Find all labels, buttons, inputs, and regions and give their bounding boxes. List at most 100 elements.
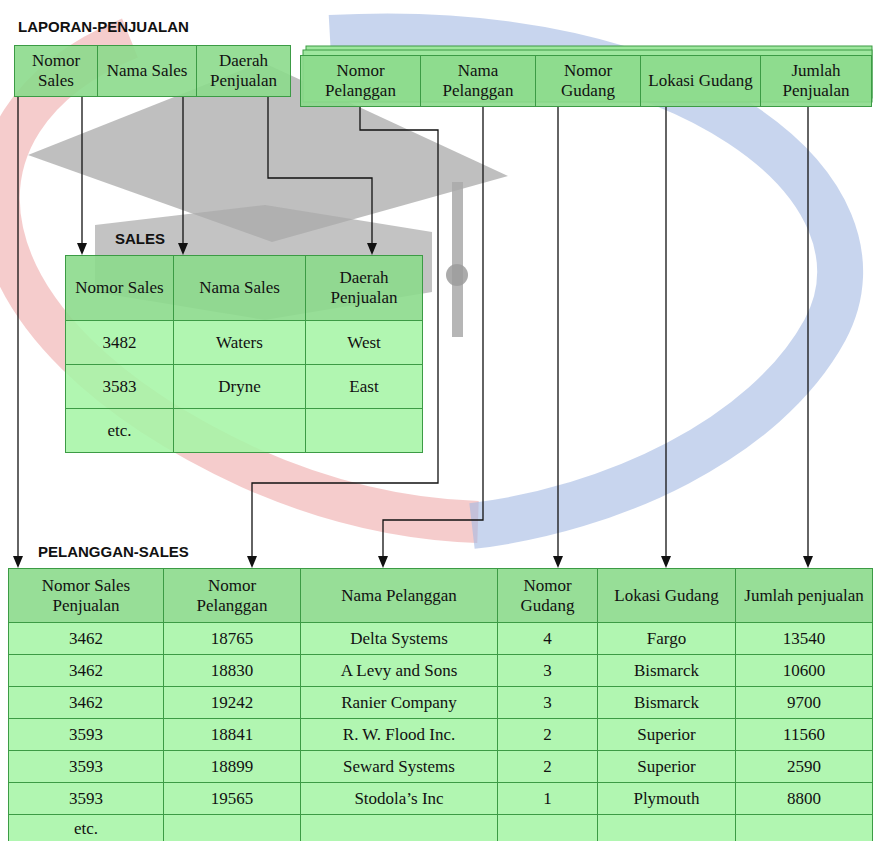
data-cell: 3482 <box>65 320 174 365</box>
cell-value: 3462 <box>69 661 103 681</box>
cell-value: 2 <box>543 757 552 777</box>
data-cell: Bismarck <box>597 654 736 687</box>
column-name: Nomor Pelanggan <box>308 61 413 100</box>
connector-arrow <box>803 107 813 568</box>
data-cell: 2 <box>497 718 598 751</box>
cell-value: 13540 <box>783 629 826 649</box>
header-cell: Daerah Penjualan <box>196 45 291 97</box>
header-cell: Jumlah Penjualan <box>760 55 872 107</box>
data-cell: Seward Systems <box>300 750 498 783</box>
data-cell: 3462 <box>8 654 164 687</box>
data-cell: West <box>305 320 423 365</box>
connector-line <box>807 107 808 558</box>
data-cell: 3593 <box>8 750 164 783</box>
data-cell: Fargo <box>597 622 736 655</box>
data-cell: 18841 <box>163 718 301 751</box>
data-cell: 2590 <box>735 750 873 783</box>
table-block: SALESNomor SalesNama SalesDaerah Penjual… <box>65 255 423 453</box>
arrow-head <box>378 556 388 568</box>
cell-value: 3 <box>543 661 552 681</box>
column-name: Nomor Sales <box>22 51 90 90</box>
connector-line <box>665 107 666 558</box>
header-cell: Nama Pelanggan <box>300 568 498 623</box>
connector-arrow <box>553 107 563 568</box>
data-cell: Superior <box>597 750 736 783</box>
cell-value: Plymouth <box>633 789 699 809</box>
data-cell: Plymouth <box>597 782 736 815</box>
connector-line <box>268 97 372 245</box>
data-cell: 19242 <box>163 686 301 719</box>
cell-value: 4 <box>543 629 552 649</box>
column-name: Nama Sales <box>199 278 280 298</box>
watermark-tassel-knob <box>446 264 468 286</box>
data-cell: R. W. Flood Inc. <box>300 718 498 751</box>
data-cell: 9700 <box>735 686 873 719</box>
connector-line <box>557 107 558 558</box>
data-cell: Superior <box>597 718 736 751</box>
cell-value: Ranier Company <box>341 693 457 713</box>
connector-arrow <box>661 107 671 568</box>
data-cell: 3 <box>497 654 598 687</box>
data-cell: Ranier Company <box>300 686 498 719</box>
header-cell: Nama Pelanggan <box>420 55 536 107</box>
header-cell: Nomor Gudang <box>497 568 598 623</box>
cell-value: 3583 <box>103 377 137 397</box>
cell-value: Superior <box>637 757 696 777</box>
cell-value: Waters <box>216 333 263 353</box>
data-cell: 3593 <box>8 782 164 815</box>
arrow-head <box>77 243 87 255</box>
data-cell: 3593 <box>8 718 164 751</box>
header-cell: Nama Sales <box>173 255 306 321</box>
data-cell: A Levy and Sons <box>300 654 498 687</box>
table-block: LAPORAN-PENJUALANNomor SalesNama SalesDa… <box>14 45 873 107</box>
column-name: Nomor Sales Penjualan <box>16 576 156 615</box>
arrow-head <box>247 556 257 568</box>
column-name: Jumlah penjualan <box>744 586 863 606</box>
header-cell: Jumlah penjualan <box>735 568 873 623</box>
table-title: SALES <box>115 230 165 247</box>
data-cell: etc. <box>8 814 164 841</box>
data-cell: Stodola’s Inc <box>300 782 498 815</box>
data-cell: 3 <box>497 686 598 719</box>
cell-value: Seward Systems <box>343 757 455 777</box>
header-cell: Nomor Sales <box>65 255 174 321</box>
cell-value: 8800 <box>787 789 821 809</box>
cell-value: Bismarck <box>634 693 699 713</box>
arrow-head <box>553 556 563 568</box>
arrow-head <box>803 556 813 568</box>
cell-value: R. W. Flood Inc. <box>343 725 455 745</box>
cell-value: 19242 <box>211 693 254 713</box>
column-name: Daerah Penjualan <box>204 51 283 90</box>
arrow-head <box>13 556 23 568</box>
cell-value: 2 <box>543 725 552 745</box>
data-cell: 4 <box>497 622 598 655</box>
empty-cell <box>173 408 306 453</box>
data-cell: 8800 <box>735 782 873 815</box>
connector-line <box>81 97 82 245</box>
cell-value: West <box>347 333 381 353</box>
table-block: PELANGGAN-SALESNomor Sales PenjualanNomo… <box>8 568 873 841</box>
cell-value: 3462 <box>69 629 103 649</box>
header-cell: Nomor Sales <box>14 45 98 97</box>
cell-value: 18899 <box>211 757 254 777</box>
column-name: Nomor Gudang <box>505 576 590 615</box>
header-cell: Lokasi Gudang <box>597 568 736 623</box>
cell-value: Delta Systems <box>350 629 448 649</box>
empty-cell <box>497 814 598 841</box>
cell-value: 18830 <box>211 661 254 681</box>
data-cell: 3462 <box>8 686 164 719</box>
data-cell: 19565 <box>163 782 301 815</box>
data-cell: 18830 <box>163 654 301 687</box>
arrow-head <box>661 556 671 568</box>
arrow-head <box>367 243 377 255</box>
data-cell: Bismarck <box>597 686 736 719</box>
arrow-head <box>178 243 188 255</box>
cell-value: A Levy and Sons <box>341 661 458 681</box>
column-name: Nomor Pelanggan <box>171 576 293 615</box>
data-cell: Dryne <box>173 364 306 409</box>
column-name: Nomor Gudang <box>543 61 633 100</box>
cell-value: 10600 <box>783 661 826 681</box>
column-name: Lokasi Gudang <box>614 586 718 606</box>
column-name: Lokasi Gudang <box>648 71 752 91</box>
